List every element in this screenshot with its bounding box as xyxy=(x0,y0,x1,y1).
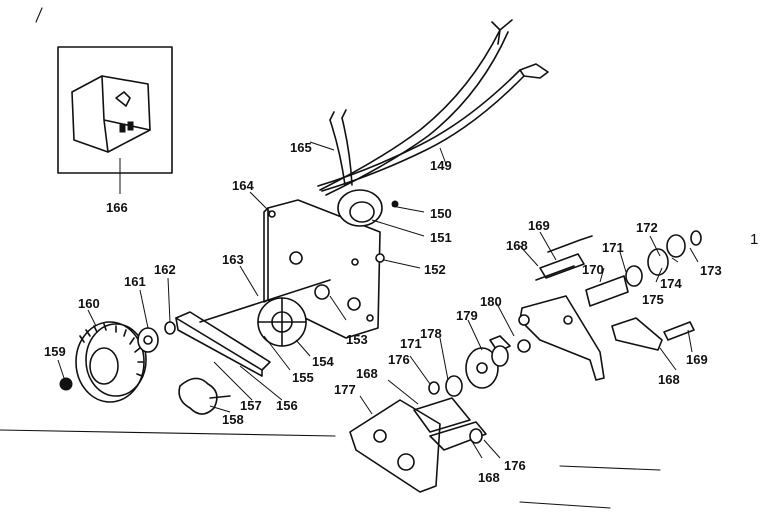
callout-164: 164 xyxy=(232,178,254,193)
callout-153: 153 xyxy=(346,332,368,347)
callout-151: 151 xyxy=(430,230,452,245)
callout-173: 173 xyxy=(700,263,722,278)
callout-158: 158 xyxy=(222,412,244,427)
cam-disc xyxy=(428,339,531,444)
callout-175: 175 xyxy=(642,292,664,307)
callout-170: 170 xyxy=(582,262,604,277)
callout-168a: 168 xyxy=(506,238,528,253)
control-knob xyxy=(75,321,147,403)
callout-150: 150 xyxy=(430,206,452,221)
latch-bracket xyxy=(489,295,605,381)
callout-166: 166 xyxy=(106,200,128,215)
callout-156: 156 xyxy=(276,398,298,413)
lever-bar xyxy=(175,311,271,377)
callout-149: 149 xyxy=(430,158,452,173)
leader-lines xyxy=(57,141,699,459)
callout-176a: 176 xyxy=(388,352,410,367)
shaft-assembly xyxy=(585,230,702,351)
callout-176b: 176 xyxy=(504,458,526,473)
plug-inset xyxy=(57,46,173,174)
callout-165: 165 xyxy=(290,140,312,155)
callout-157: 157 xyxy=(240,398,262,413)
stray-mark xyxy=(35,7,43,23)
callout-169a: 169 xyxy=(528,218,550,233)
page-mark: 1 xyxy=(750,231,758,248)
callout-179: 179 xyxy=(456,308,478,323)
callout-154: 154 xyxy=(312,354,334,369)
callout-168c: 168 xyxy=(356,366,378,381)
callout-152: 152 xyxy=(424,262,446,277)
key-knob xyxy=(178,377,231,415)
callout-171b: 171 xyxy=(400,336,422,351)
callout-168d: 168 xyxy=(478,470,500,485)
baseline-rule-right xyxy=(559,465,661,471)
callout-168b: 168 xyxy=(658,372,680,387)
callout-155: 155 xyxy=(292,370,314,385)
motor xyxy=(337,189,399,263)
callout-159: 159 xyxy=(44,344,66,359)
lower-bracket xyxy=(349,397,487,493)
washer-nut xyxy=(137,321,176,353)
wire-harness xyxy=(317,19,549,196)
gear-assembly xyxy=(199,251,331,347)
callout-174: 174 xyxy=(660,276,682,291)
pins xyxy=(535,235,695,341)
callout-177: 177 xyxy=(334,382,356,397)
callout-169b: 169 xyxy=(686,352,708,367)
callout-180: 180 xyxy=(480,294,502,309)
callout-162: 162 xyxy=(154,262,176,277)
callout-160: 160 xyxy=(78,296,100,311)
callout-178: 178 xyxy=(420,326,442,341)
baseline-rule xyxy=(0,429,336,437)
callout-171a: 171 xyxy=(602,240,624,255)
screw xyxy=(59,377,73,391)
callout-161: 161 xyxy=(124,274,146,289)
callout-163: 163 xyxy=(222,252,244,267)
baseline-rule-bottom xyxy=(519,501,611,509)
callout-172: 172 xyxy=(636,220,658,235)
